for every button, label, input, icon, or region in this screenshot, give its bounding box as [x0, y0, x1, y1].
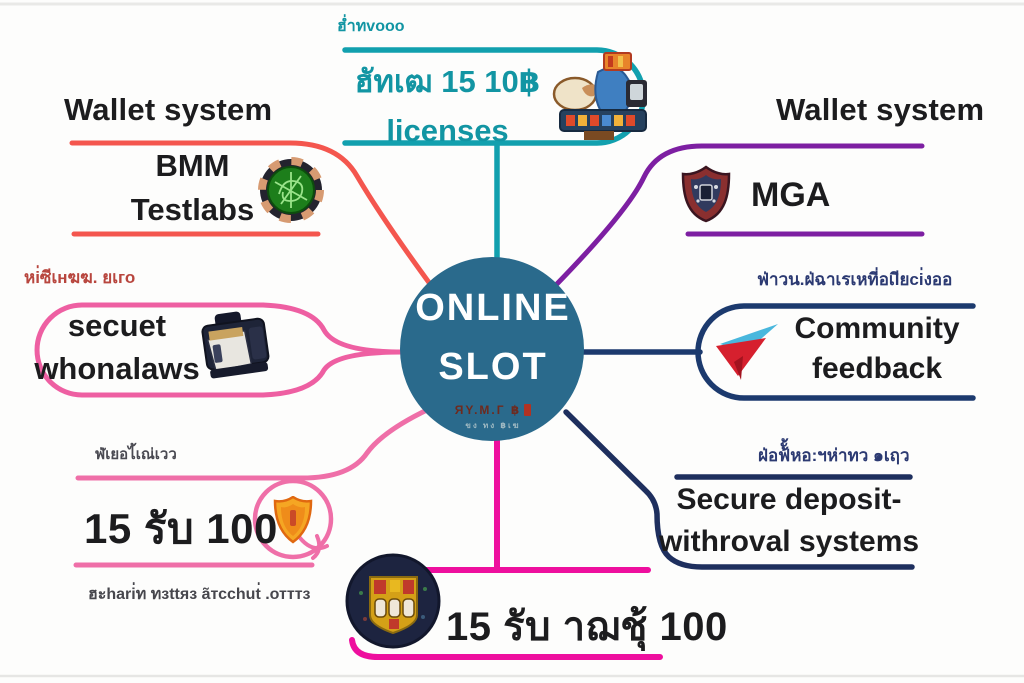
- top-right-node-text: MGA: [751, 176, 831, 214]
- paper-plane-icon: [716, 324, 778, 380]
- bottom-center-node-text: 15 รับ าฌชุ้ 100: [446, 605, 728, 649]
- branch-top-left: [69, 140, 436, 291]
- tiny-lighthouse-icon: [524, 404, 532, 416]
- mid-left-node: secuet whonalaws: [28, 308, 206, 387]
- mid-right-node-line1: Community: [794, 312, 960, 345]
- bottom-right-node-line1: Secure deposit-: [676, 483, 902, 516]
- mid-left-node-line2: whonalaws: [34, 351, 200, 386]
- casino-collage-icon: [552, 52, 647, 140]
- poker-chip-icon: [258, 157, 324, 223]
- center-title-line1: ONLINE: [415, 287, 571, 329]
- slot-emblem-icon: [345, 553, 441, 649]
- center-node: ONLINE SLOT ЯY.M.Г ฿ ขง ทง ฿เฆ: [397, 287, 589, 432]
- mid-left-label: หi่ซีเнฆฆ. ยเго: [24, 268, 136, 287]
- mid-right-node-line2: feedback: [811, 352, 943, 385]
- mid-right-label: ฟ่าวน.ฝ่ฉาเรเหที่อเlียci่งออ: [757, 270, 953, 289]
- bottom-left-node-text: 15 รับ 100: [84, 505, 278, 552]
- center-subtext: ЯY.M.Г ฿: [397, 403, 589, 417]
- branch-mid-right: [581, 303, 976, 401]
- top-left-title: Wallet system: [64, 92, 273, 127]
- mga-shield-icon: [681, 165, 731, 223]
- top-center-node-line2: licenses: [386, 113, 509, 148]
- bottom-right-node: Secure deposit- withroval systems: [655, 483, 923, 559]
- orange-shield-icon: [273, 496, 313, 544]
- mid-left-node-line1: secuet: [67, 308, 167, 343]
- branch-bottom-right: [563, 409, 915, 570]
- branch-top-right: [551, 143, 925, 290]
- mid-right-node: Community feedback: [788, 312, 966, 386]
- center-node-circle: [400, 257, 584, 441]
- top-left-node: BMM Testlabs: [85, 148, 300, 228]
- top-right-title: Wallet system: [776, 92, 985, 127]
- vintage-machine-icon: [201, 311, 270, 379]
- branch-bottom-center: [349, 437, 663, 660]
- top-left-node-line2: Testlabs: [130, 192, 255, 227]
- top-center-node-line1: ฮัทเฒ 15 10฿: [354, 64, 541, 99]
- bottom-right-label: ฝ่อฟ้ั้หอ:ฯห่าทว ๑เฤว: [758, 446, 910, 465]
- top-center-node: ฮัทเฒ 15 10฿ licenses: [345, 56, 550, 149]
- bottom-center-label: ฮะhari่ท ทзttяз ãтссhut่ .отттз: [88, 586, 311, 603]
- center-title-line2: SLOT: [438, 346, 548, 388]
- top-center-label: ฮ่ำทvooo: [337, 18, 405, 35]
- center-subtext-small: ขง ทง ฿เฆ: [465, 421, 521, 430]
- top-left-node-line1: BMM: [155, 148, 230, 183]
- bottom-left-label: ฬ่เยอไ้เณ่เวว: [95, 446, 177, 463]
- branch-mid-left: [34, 302, 405, 398]
- center-subtext-label: ЯY.M.Г ฿: [454, 403, 522, 417]
- bottom-right-node-line2: withroval systems: [658, 525, 920, 558]
